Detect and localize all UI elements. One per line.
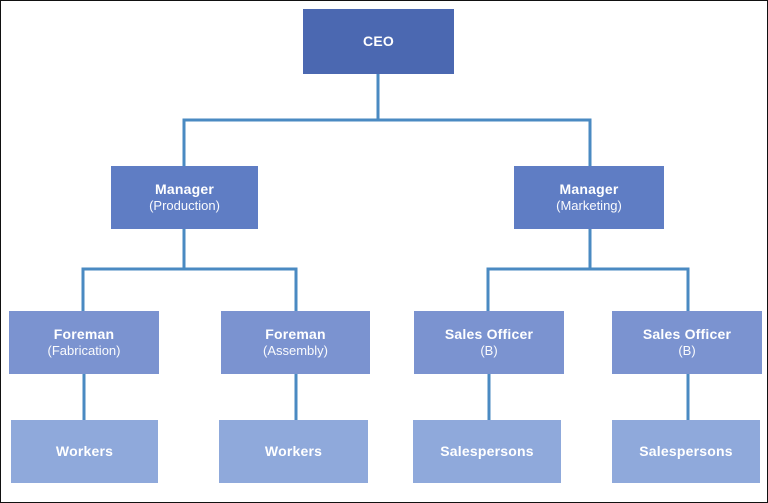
node-title: Workers xyxy=(264,442,323,459)
node-title: Foreman xyxy=(265,325,326,342)
node-title: Manager xyxy=(155,180,214,197)
org-node-manager-production[interactable]: Manager (Production) xyxy=(111,166,258,229)
node-title: Salespersons xyxy=(639,442,733,459)
org-node-workers-1[interactable]: Workers xyxy=(11,420,158,483)
org-node-sales-officer-2[interactable]: Sales Officer (B) xyxy=(612,311,762,374)
org-node-manager-marketing[interactable]: Manager (Marketing) xyxy=(514,166,664,229)
org-node-ceo[interactable]: CEO xyxy=(303,9,454,74)
org-node-salespersons-2[interactable]: Salespersons xyxy=(612,420,760,483)
node-title: CEO xyxy=(363,32,394,49)
org-node-salespersons-1[interactable]: Salespersons xyxy=(413,420,561,483)
node-subtitle: (B) xyxy=(678,343,696,359)
node-subtitle: (Assembly) xyxy=(262,343,328,359)
org-node-foreman-assembly[interactable]: Foreman (Assembly) xyxy=(221,311,370,374)
node-subtitle: (B) xyxy=(480,343,498,359)
node-subtitle: (Marketing) xyxy=(556,198,622,214)
node-title: Sales Officer xyxy=(642,325,732,342)
node-subtitle: (Fabrication) xyxy=(47,343,121,359)
node-title: Workers xyxy=(55,442,114,459)
org-node-workers-2[interactable]: Workers xyxy=(219,420,368,483)
org-node-foreman-fabrication[interactable]: Foreman (Fabrication) xyxy=(9,311,159,374)
org-node-sales-officer-1[interactable]: Sales Officer (B) xyxy=(414,311,564,374)
node-subtitle: (Production) xyxy=(149,198,220,214)
node-title: Foreman xyxy=(53,325,115,342)
node-title: Manager xyxy=(559,180,619,197)
node-title: Sales Officer xyxy=(444,325,534,342)
node-title: Salespersons xyxy=(440,442,534,459)
